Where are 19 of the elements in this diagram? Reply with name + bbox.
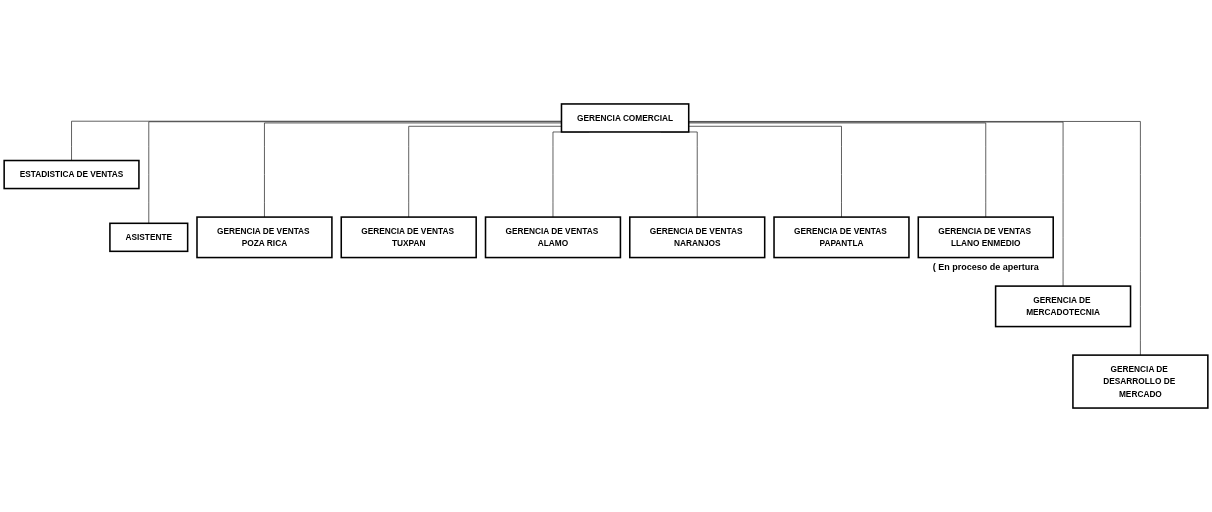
node-box: ASISTENTE: [109, 222, 189, 253]
node-box: GERENCIA DE MERCADOTECNIA: [994, 285, 1132, 328]
connector: [408, 125, 562, 218]
node-box: GERENCIA DE DESARROLLO DE MERCADO: [1072, 354, 1209, 409]
node-box: GERENCIA COMERCIAL: [560, 103, 690, 133]
node-box: GERENCIA DE VENTAS PAPANTLA: [773, 216, 910, 259]
node-box: GERENCIA DE VENTAS POZA RICA: [196, 216, 333, 259]
node-box: GERENCIA DE VENTAS ALAMO: [484, 216, 622, 259]
status-note: ( En proceso de apertura: [932, 261, 1039, 272]
node-box: GERENCIA DE VENTAS TUXPAN: [340, 216, 477, 259]
connector: [688, 121, 1064, 287]
connector: [264, 122, 562, 218]
node-box: GERENCIA DE VENTAS NARANJOS: [629, 216, 766, 259]
connector: [688, 121, 1141, 356]
node-box: GERENCIA DE VENTAS LLANO ENMEDIO: [917, 216, 1054, 259]
node-box: ESTADISTICA DE VENTAS: [3, 159, 140, 190]
connector: [688, 125, 842, 218]
connector: [688, 122, 987, 218]
connector: [148, 121, 562, 224]
